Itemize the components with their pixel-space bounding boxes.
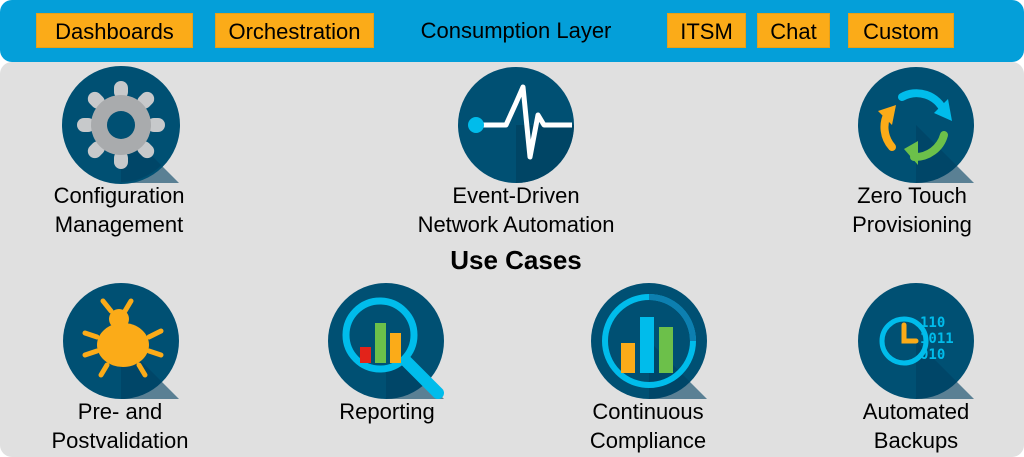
pulse-icon (456, 65, 576, 185)
svg-text:110: 110 (920, 315, 945, 331)
gauge-chart-icon (589, 281, 709, 401)
consumption-layer-bar: Dashboards Orchestration Consumption Lay… (0, 0, 1024, 62)
use-case-reporting-label: Reporting (339, 399, 435, 424)
cycle-arrows-icon (856, 65, 976, 185)
chip-custom[interactable]: Custom (848, 13, 954, 48)
gear-icon (61, 65, 181, 185)
svg-text:010: 010 (920, 347, 945, 363)
clock-binary-icon: 110 1011 010 (856, 281, 976, 401)
chip-itsm[interactable]: ITSM (667, 13, 746, 48)
bug-icon (61, 281, 181, 401)
chip-dashboards[interactable]: Dashboards (36, 13, 193, 48)
chip-orchestration[interactable]: Orchestration (215, 13, 374, 48)
use-cases-title: Use Cases (450, 245, 582, 275)
svg-text:1011: 1011 (920, 331, 954, 347)
consumption-layer-label: Consumption Layer (420, 18, 612, 43)
magnifier-chart-icon (326, 281, 446, 401)
chip-chat[interactable]: Chat (757, 13, 830, 48)
